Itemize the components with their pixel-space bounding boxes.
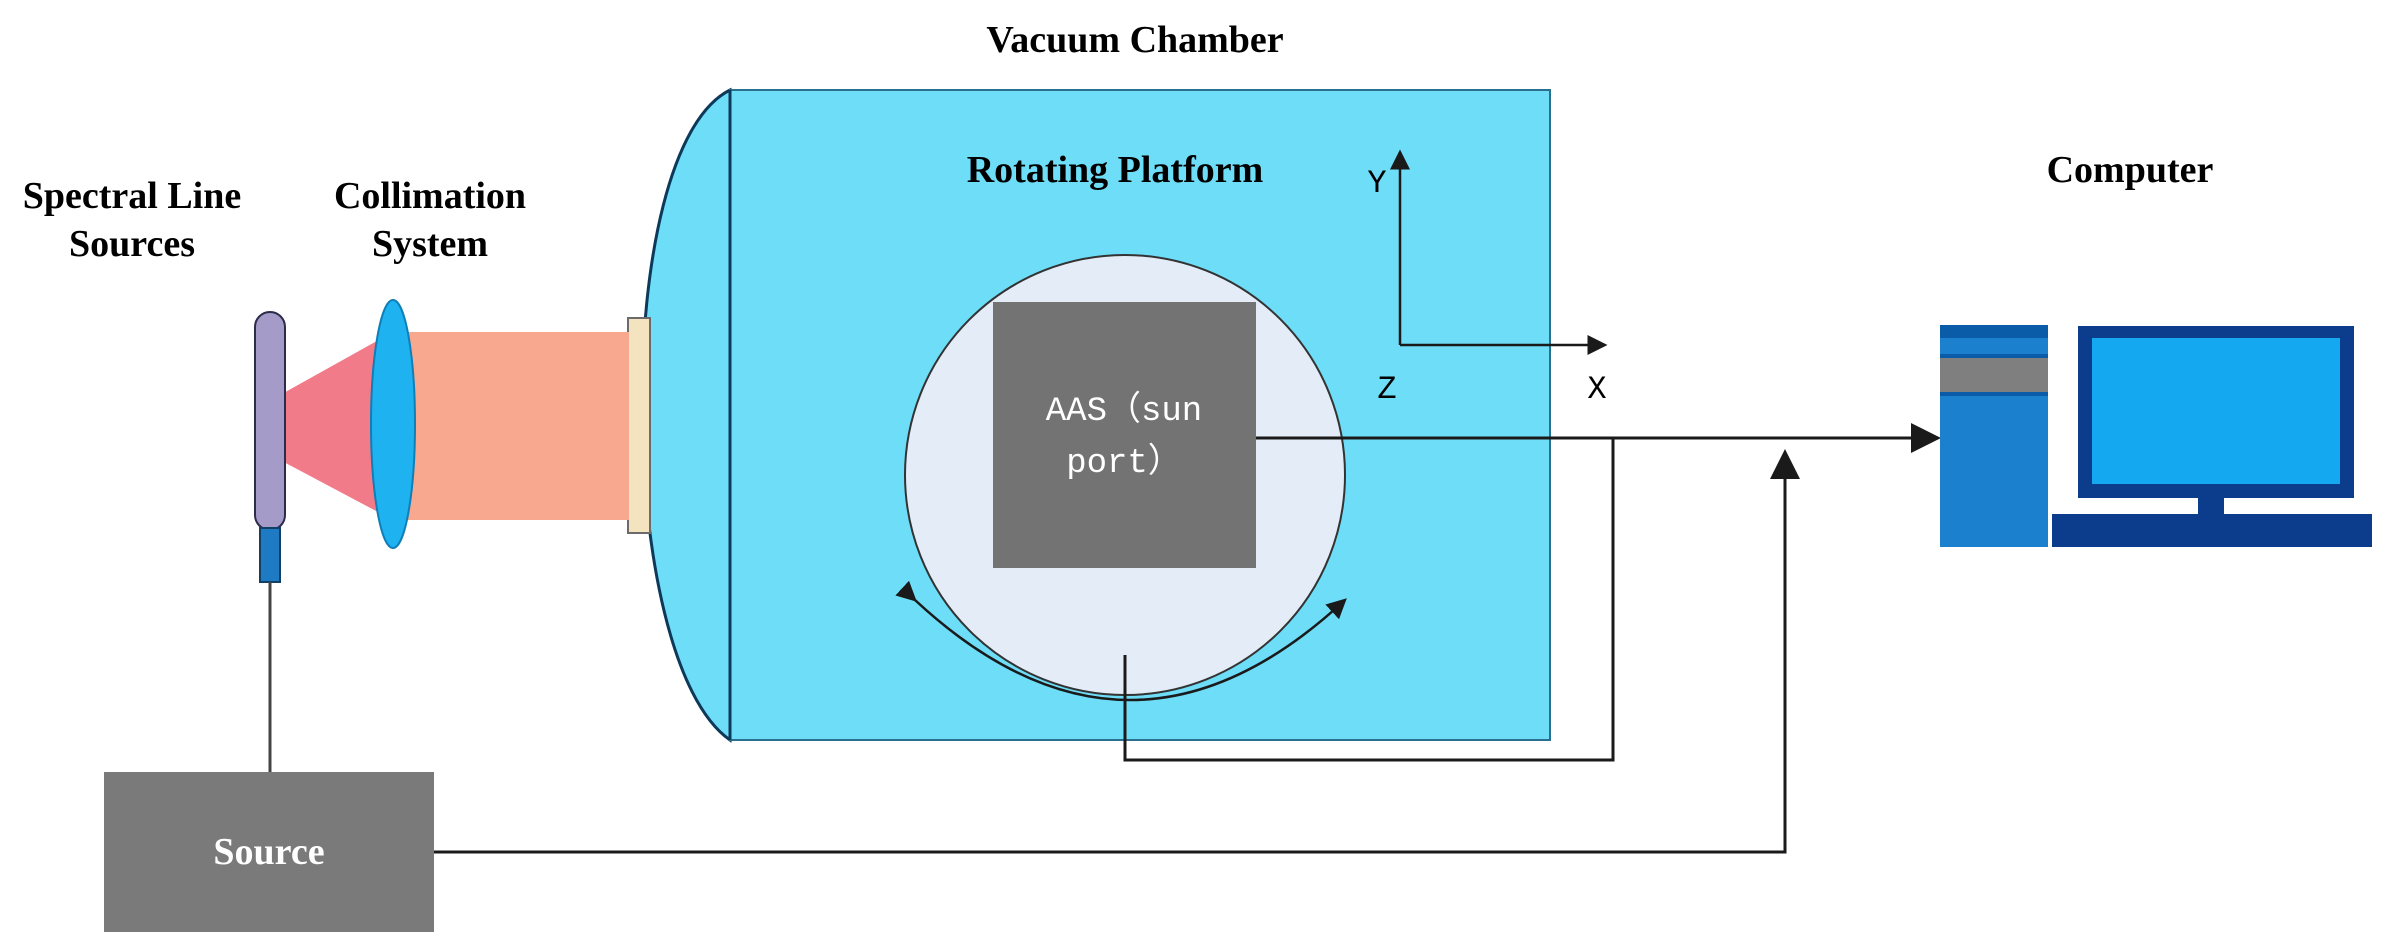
computer-label: Computer — [2047, 149, 2214, 191]
platform-cable — [1123, 438, 1615, 762]
aas-label-2: port） — [1066, 442, 1182, 483]
source-box: Source — [104, 772, 434, 932]
beam-cone — [280, 332, 393, 520]
collimation-system-label-1: Collimation — [334, 175, 526, 217]
lamp-base — [259, 527, 281, 583]
axis-z-label: Z — [1377, 371, 1396, 408]
chamber-window — [627, 317, 651, 534]
axis-x-label: X — [1587, 371, 1606, 408]
rotation-arrow — [895, 580, 1347, 702]
tower-drive-bay — [1940, 358, 2048, 392]
chamber-door-bulge — [640, 87, 732, 743]
computer — [1940, 325, 2372, 547]
signal-wiring — [434, 423, 1941, 854]
monitor-neck — [2198, 498, 2224, 516]
spectral-lamp — [254, 311, 286, 583]
coordinate-axes: Y X Z — [1367, 149, 1608, 408]
rotating-platform-label: Rotating Platform — [967, 149, 1264, 191]
aas-rect — [993, 302, 1256, 568]
spectral-line-sources-label-1: Spectral Line — [23, 175, 241, 217]
collimated-beam — [393, 332, 629, 520]
monitor-screen — [2092, 338, 2340, 484]
source-signal-line — [434, 449, 1800, 854]
axis-y-label: Y — [1367, 165, 1386, 202]
source-label: Source — [213, 831, 324, 873]
aas-label-1: AAS（sun — [1046, 390, 1202, 431]
tower-top-stripe — [1940, 338, 2048, 354]
vacuum-chamber-label: Vacuum Chamber — [986, 19, 1283, 61]
aas-sun-port: AAS（sun port） — [993, 302, 1256, 568]
collimation-system-label-2: System — [372, 223, 488, 265]
tower-front-panel — [1940, 396, 2048, 547]
collimating-lens — [370, 299, 416, 549]
lamp-tube — [254, 311, 286, 531]
source-rect — [104, 772, 434, 932]
spectral-line-sources-label-2: Sources — [69, 223, 195, 265]
keyboard — [2052, 514, 2372, 547]
